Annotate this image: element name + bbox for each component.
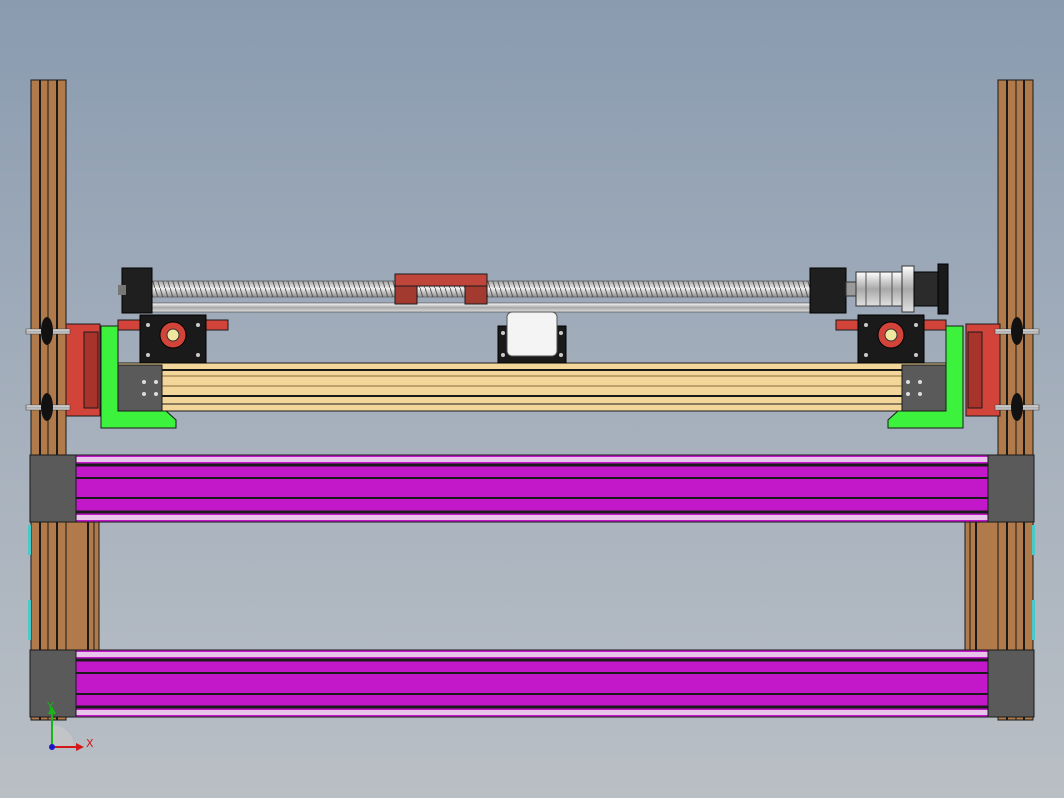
bearing-blocks [117,314,947,364]
side-plates [100,325,964,429]
z-axis-dot [49,744,55,750]
screw-nut-block [394,273,488,305]
v-wheels [41,317,1023,421]
horizontal-extrusion-bottom [29,649,1035,718]
center-carriage [497,311,567,364]
gantry-beam [117,362,947,412]
coordinate-triad: X Y [46,700,94,751]
vertical-extrusion-right [28,79,1035,721]
stepper-motor [845,263,949,315]
horizontal-extrusion-top [29,454,1035,523]
x-axis-label: X [86,737,94,750]
vertical-extrusion-left [30,79,100,721]
screw-end-supports [118,267,847,314]
y-axis-label: Y [46,700,54,713]
